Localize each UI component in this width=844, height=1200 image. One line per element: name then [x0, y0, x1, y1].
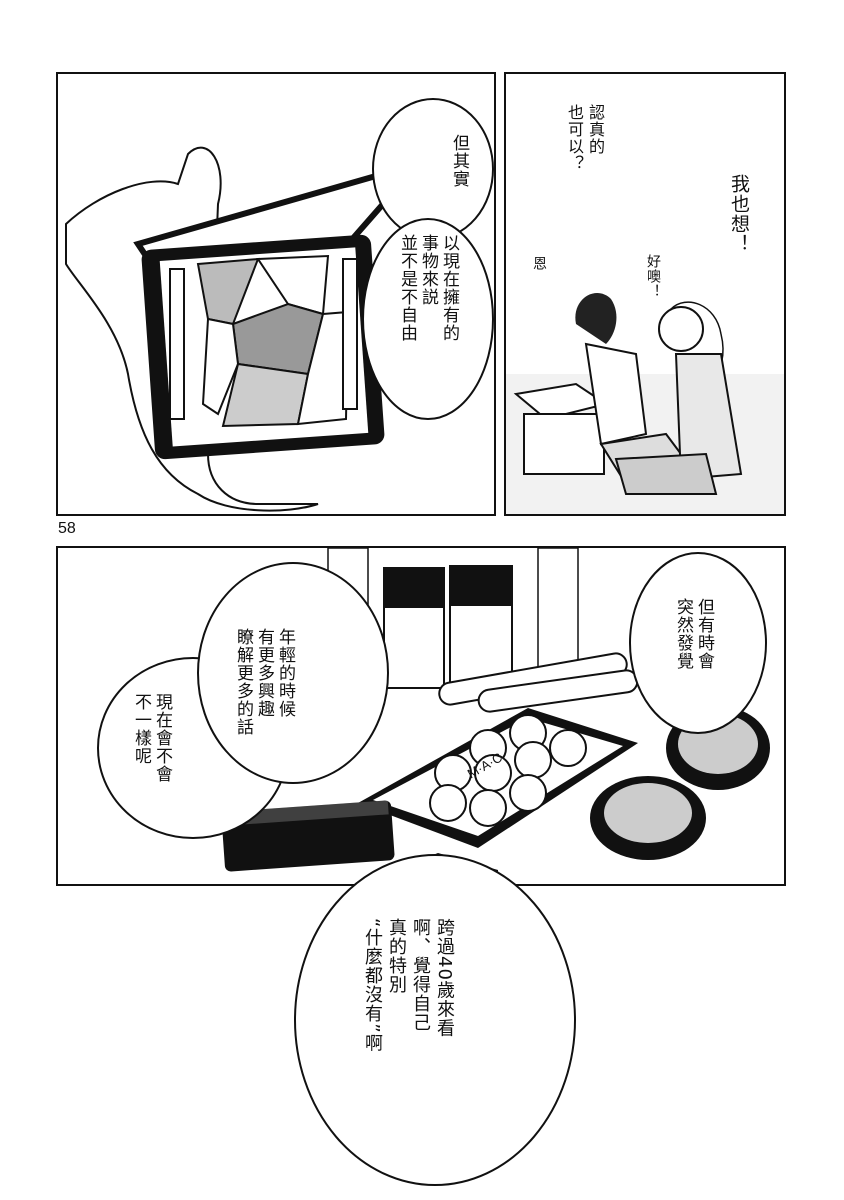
bubble-but-actually: 但其實 — [449, 134, 469, 188]
two-women-illustration — [506, 293, 784, 514]
handwritten-ok: 好噢！ — [645, 254, 661, 299]
bubble-would-be-different: 現在會不會 不一樣呢 — [131, 693, 172, 783]
bubble-when-young: 年輕的時候 有更多興趣 瞭解更多的話 — [233, 628, 295, 736]
panel-two-women: 認真的 也可以？ 我也想！ 好噢！ 恩 — [504, 72, 786, 516]
panel-palette-hand: 但其實 以現在擁有的 事物來説 並不是不自由 — [56, 72, 496, 516]
panel-makeup-collection: 但有時會 突然發覺 年輕的時候 有更多興趣 瞭解更多的話 現在會不會 不一樣呢 … — [56, 546, 786, 886]
handwritten-serious-ok: 認真的 也可以？ — [565, 104, 605, 172]
bubble-over-forty: 跨過40歲來看 啊、覺得自己 真的特別 “什麼都沒有”啊 — [362, 918, 455, 1053]
page-number: 58 — [58, 520, 76, 537]
palette-hand-illustration — [65, 98, 494, 512]
bubble-sometimes-realize: 但有時會 突然發覺 — [673, 598, 714, 670]
handwritten-hmm: 恩 — [531, 256, 547, 271]
makeup-illustration — [97, 548, 770, 884]
handwritten-me-too: 我也想！ — [728, 174, 750, 254]
bubble-not-unfree: 以現在擁有的 事物來説 並不是不自由 — [397, 234, 459, 342]
